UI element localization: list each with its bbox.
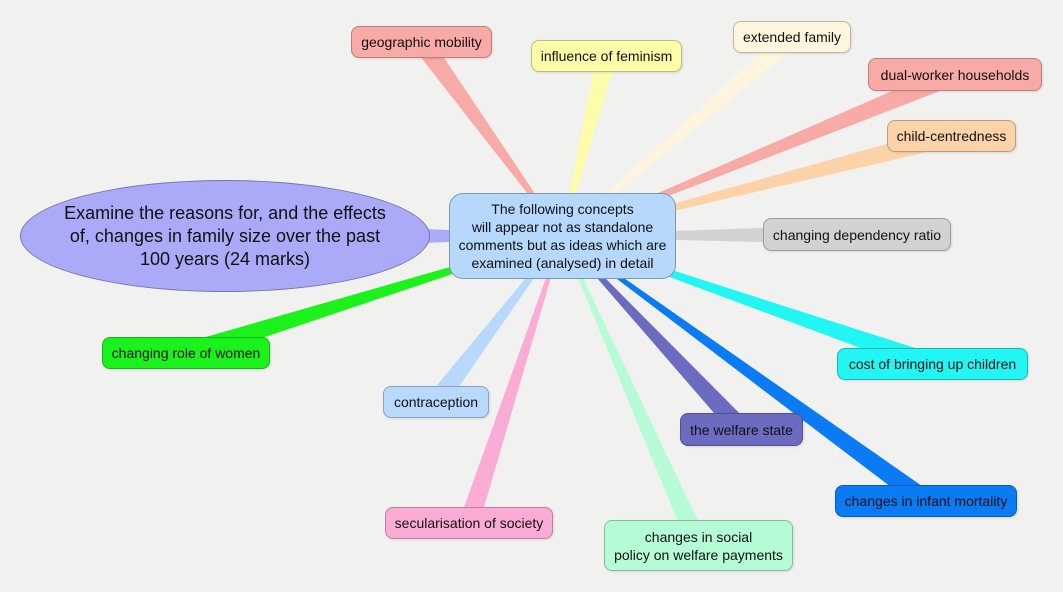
node-label: changing role of women — [111, 345, 261, 361]
node-label: dual-worker households — [880, 66, 1030, 83]
connector-changes-in-infant-mortality — [561, 235, 932, 510]
node-influence-of-feminism[interactable]: influence of feminism — [531, 40, 682, 72]
node-label: changing dependency ratio — [772, 226, 942, 243]
central-node[interactable]: The following concepts will appear not a… — [449, 193, 676, 279]
connector-influence-of-feminism — [561, 53, 617, 237]
node-changes-in-infant-mortality[interactable]: changes in infant mortality — [835, 485, 1017, 517]
node-label: changes in infant mortality — [844, 493, 1008, 509]
node-label: the welfare state — [690, 421, 793, 438]
main-question-node[interactable]: Examine the reasons for, and the effects… — [20, 180, 430, 292]
node-dual-worker-households[interactable]: dual-worker households — [868, 58, 1042, 91]
node-cost-of-bringing-up-children[interactable]: cost of bringing up children — [837, 348, 1028, 380]
connector-the-welfare-state — [561, 235, 749, 437]
node-label: extended family — [742, 29, 842, 45]
node-extended-family[interactable]: extended family — [733, 21, 851, 53]
node-label: secularisation of society — [394, 515, 544, 531]
node-label: geographic mobility — [361, 34, 482, 50]
node-label: contraception — [393, 394, 479, 410]
node-geographic-mobility[interactable]: geographic mobility — [351, 26, 492, 58]
node-label: influence of feminism — [540, 48, 673, 64]
node-label: changes in social policy on welfare paym… — [614, 528, 783, 563]
node-changing-dependency-ratio[interactable]: changing dependency ratio — [763, 218, 951, 251]
connector-secularisation-of-society — [459, 235, 563, 527]
node-child-centredness[interactable]: child-centredness — [887, 120, 1016, 152]
node-the-welfare-state[interactable]: the welfare state — [680, 413, 803, 446]
node-secularisation-of-society[interactable]: secularisation of society — [385, 507, 553, 539]
connector-geographic-mobility — [413, 36, 563, 237]
node-label: child-centredness — [896, 128, 1007, 144]
central-node-text: The following concepts will appear not a… — [458, 201, 667, 271]
main-question-text: Examine the reasons for, and the effects… — [64, 202, 386, 269]
node-contraception[interactable]: contraception — [383, 386, 489, 418]
node-label: cost of bringing up children — [848, 356, 1017, 372]
connector-changes-in-social-policy — [561, 235, 708, 550]
node-changes-in-social-policy[interactable]: changes in social policy on welfare paym… — [604, 520, 793, 571]
connector-extended-family — [561, 29, 799, 237]
node-changing-role-of-women[interactable]: changing role of women — [102, 337, 270, 369]
